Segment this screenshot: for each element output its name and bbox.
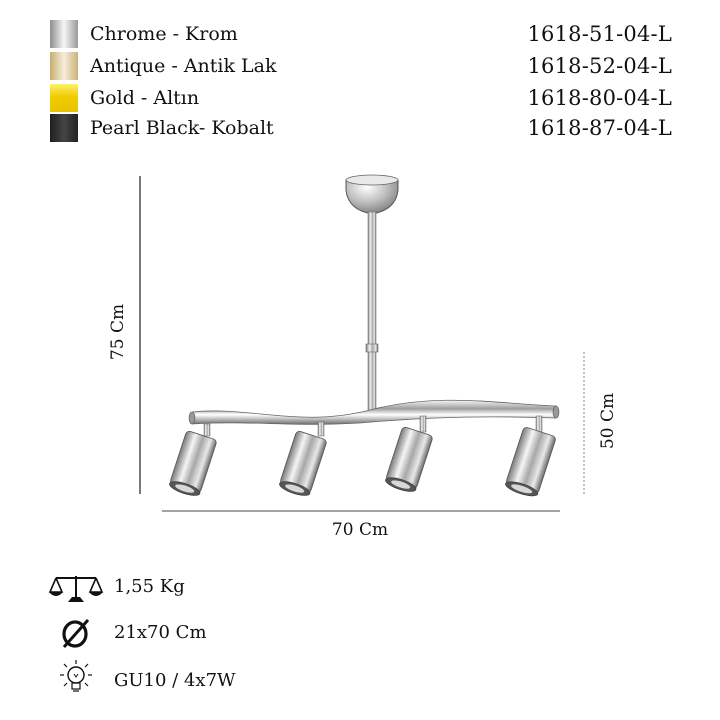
- swatch-antique: [50, 52, 78, 80]
- variant-label: Gold - Altın: [90, 87, 200, 109]
- width-label: 70 Cm: [331, 520, 389, 540]
- scale-icon: [48, 576, 104, 602]
- variant-code: 1618-80-04-L: [527, 86, 672, 110]
- spotlight-3: [385, 415, 433, 492]
- bulb-value: GU10 / 4x7W: [114, 670, 236, 691]
- variant-label: Pearl Black- Kobalt: [90, 117, 274, 139]
- swatch-gold: [50, 84, 78, 112]
- variant-label: Chrome - Krom: [90, 23, 238, 45]
- swatch-pearl-black: [50, 114, 78, 142]
- weight-value: 1,55 Kg: [114, 576, 185, 597]
- lightbulb-icon: [60, 660, 92, 692]
- diameter-icon: [62, 619, 90, 648]
- spotlight-2: [279, 421, 327, 496]
- spotlight-1: [169, 423, 217, 496]
- suspension-rod: [367, 211, 377, 411]
- height-total-label: 75 Cm: [108, 303, 128, 361]
- spotlight-4: [505, 415, 556, 497]
- size-value: 21x70 Cm: [114, 622, 207, 643]
- variant-code: 1618-52-04-L: [527, 54, 672, 78]
- variant-code: 1618-87-04-L: [527, 116, 672, 140]
- variant-label: Antique - Antik Lak: [90, 55, 277, 77]
- swatch-chrome: [50, 20, 78, 48]
- height-body-label: 50 Cm: [598, 392, 618, 450]
- variant-code: 1618-51-04-L: [527, 22, 672, 46]
